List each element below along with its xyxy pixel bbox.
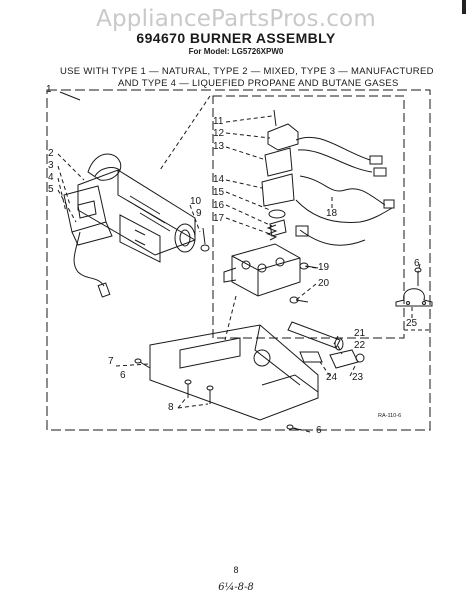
usage-note-line-1: USE WITH TYPE 1 — NATURAL, TYPE 2 — MIXE… bbox=[60, 66, 434, 77]
callout-14: 14 bbox=[213, 174, 225, 185]
callout-18: 18 bbox=[326, 208, 338, 219]
drawing-code: RA-110-6 bbox=[378, 413, 402, 419]
gas-fitting bbox=[299, 349, 365, 369]
callout-8: 8 bbox=[168, 402, 174, 413]
callout-leaders bbox=[57, 95, 421, 433]
orifice-fitting bbox=[287, 321, 344, 351]
screw-7 bbox=[134, 358, 151, 369]
burner-tube bbox=[77, 167, 196, 256]
callout-19: 19 bbox=[318, 262, 330, 273]
page-number: 8 bbox=[233, 565, 239, 575]
watermark-text: AppliancePartsPros.com bbox=[96, 6, 376, 32]
screw-6-upper bbox=[414, 267, 422, 286]
manifold-base-plate bbox=[149, 324, 319, 421]
callout-25: 25 bbox=[406, 318, 418, 329]
igniter-bracket bbox=[63, 185, 113, 246]
burner-cap bbox=[87, 153, 122, 181]
igniter-plug bbox=[97, 282, 111, 298]
igniter-wire bbox=[73, 231, 105, 287]
callout-15: 15 bbox=[213, 187, 225, 198]
callout-9: 9 bbox=[196, 208, 202, 219]
callout-6-upper: 6 bbox=[414, 258, 420, 269]
callout-6-lower: 6 bbox=[316, 425, 322, 436]
callout-10: 10 bbox=[190, 196, 202, 207]
callout-3: 3 bbox=[48, 160, 54, 171]
wire-harness bbox=[295, 136, 395, 246]
callout-5: 5 bbox=[48, 184, 54, 195]
valve-group-boundary bbox=[212, 95, 405, 339]
callout-12: 12 bbox=[213, 128, 225, 139]
callout-13: 13 bbox=[213, 141, 225, 152]
callout-22: 22 bbox=[354, 340, 366, 351]
screw-9 bbox=[200, 227, 210, 252]
diagram-title: 694670 BURNER ASSEMBLY bbox=[136, 30, 336, 46]
callout-2: 2 bbox=[48, 148, 54, 159]
callout-20: 20 bbox=[318, 278, 330, 289]
callout-21: 21 bbox=[354, 328, 366, 339]
burner-mount-plate bbox=[119, 214, 161, 263]
callout-1: 1 bbox=[46, 84, 52, 95]
screw-20 bbox=[289, 296, 309, 304]
model-subtitle: For Model: LG5726XPW0 bbox=[188, 47, 284, 56]
footer-handwritten-note: 6¼-8-8 bbox=[218, 582, 254, 593]
outer-assembly-boundary bbox=[46, 89, 431, 431]
callout-4: 4 bbox=[48, 172, 54, 183]
usage-note-line-2: AND TYPE 4 — LIQUEFIED PROPANE AND BUTAN… bbox=[118, 78, 399, 89]
callout-23: 23 bbox=[352, 372, 364, 383]
callout-24: 24 bbox=[326, 372, 338, 383]
callout-17: 17 bbox=[213, 213, 225, 224]
callout-16: 16 bbox=[213, 200, 225, 211]
page-corner-mark bbox=[462, 0, 466, 14]
gas-valve-body bbox=[223, 243, 301, 297]
valve-spring bbox=[266, 224, 278, 241]
leader-1 bbox=[59, 91, 81, 101]
pipe-clamp bbox=[395, 288, 433, 307]
valve-coil-stack bbox=[261, 109, 299, 237]
callout-11: 11 bbox=[213, 116, 224, 127]
callout-7: 7 bbox=[108, 356, 114, 367]
callout-6-left: 6 bbox=[120, 370, 126, 381]
screws-8 bbox=[184, 379, 214, 404]
